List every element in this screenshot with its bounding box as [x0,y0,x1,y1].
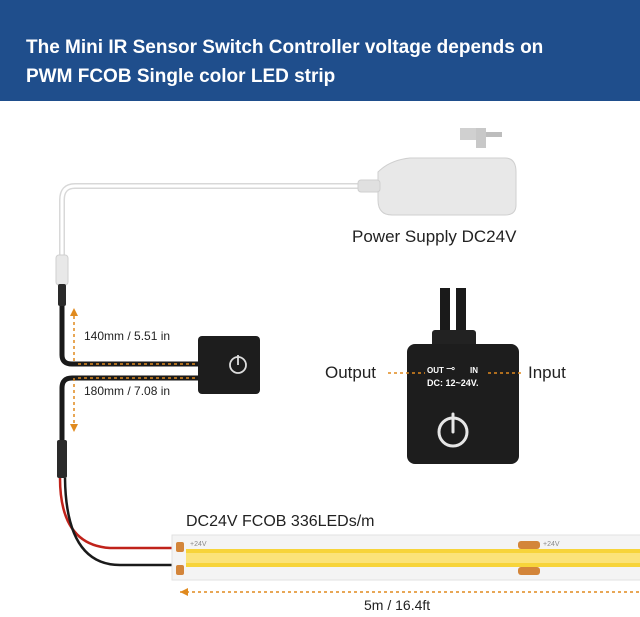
dim-top-label: 140mm / 5.51 in [84,329,171,343]
large-controller [407,344,519,464]
controller-in-text: IN [470,366,478,375]
controller-symbol: ⊸ [446,363,456,375]
title-line-1: The Mini IR Sensor Switch Controller vol… [26,37,544,58]
power-supply-label: Power Supply DC24V [352,227,517,246]
dimension-markers [70,308,196,432]
small-controller [198,336,260,394]
title-line-2: PWM FCOB Single color LED strip [26,66,336,87]
dim-bottom-label: 180mm / 7.08 in [84,384,171,398]
output-label: Output [325,363,377,382]
title-banner: The Mini IR Sensor Switch Controller vol… [0,0,640,101]
led-strip [171,534,640,581]
power-adapter [357,128,517,216]
controller-dc-text: DC: 12~24V. [427,378,479,388]
strip-mark-right: +24V [543,541,560,548]
controller-out-text: OUT [427,366,444,375]
input-label: Input [528,363,566,382]
strip-mark-left: +24V [190,541,207,548]
length-label: 5m / 16.4ft [364,597,431,613]
strip-label: DC24V FCOB 336LEDs/m [186,513,375,530]
power-cable [59,183,381,268]
